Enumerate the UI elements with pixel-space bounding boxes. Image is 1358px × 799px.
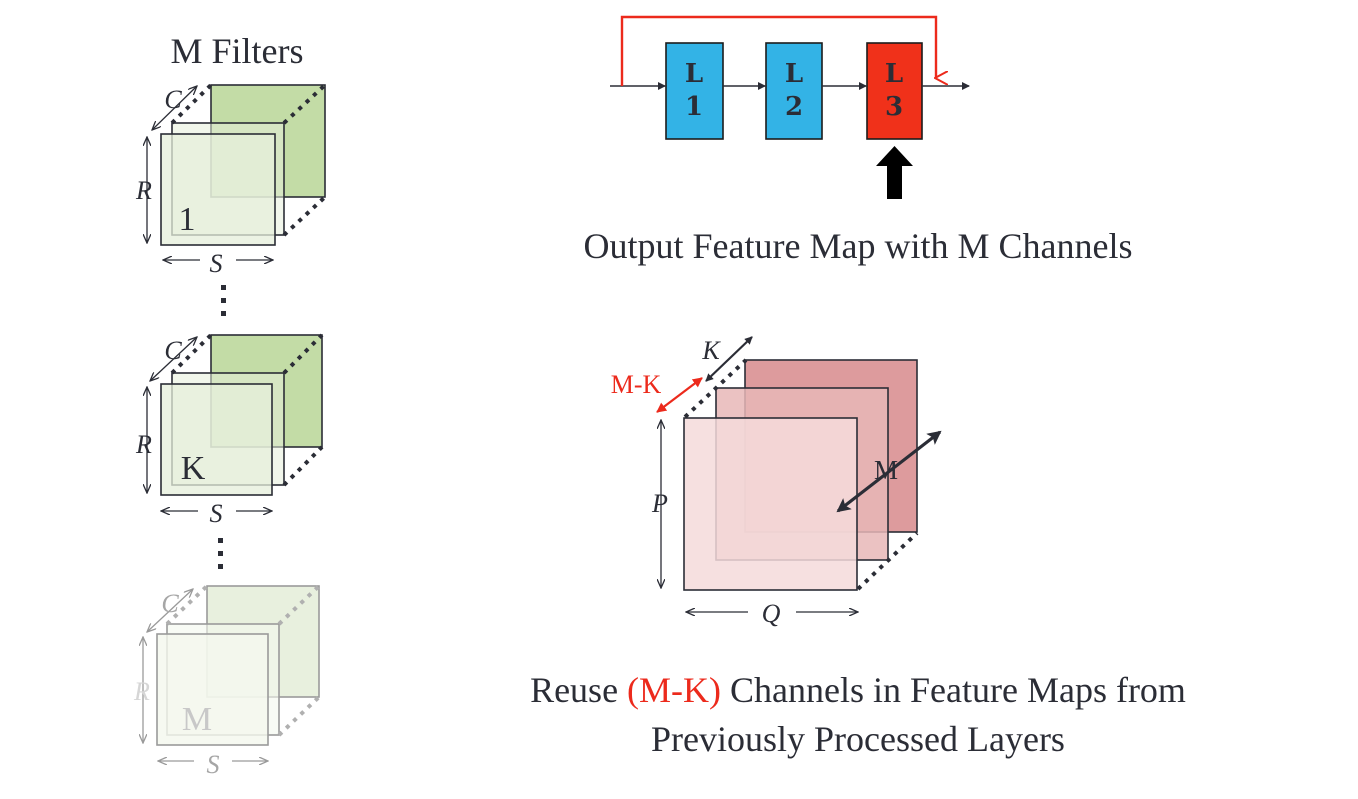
reuse-caption-suffix: Channels in Feature Maps from — [721, 670, 1186, 710]
filter-m-label: M — [182, 701, 212, 738]
filter-1-depth-br — [282, 195, 327, 237]
feature-map-dim-mk-arrow — [656, 377, 703, 413]
feature-map-dim-p: P — [651, 489, 668, 518]
filter-m-dim-c: C — [161, 589, 179, 618]
filter-m-dim-r: R — [133, 677, 150, 706]
filter-k-label: K — [181, 450, 206, 487]
layer-3-label-num: 3 — [885, 92, 903, 122]
feature-map-depth-br — [856, 531, 919, 591]
feature-map-dim-q: Q — [762, 599, 781, 628]
layer-1-label-l: L — [685, 59, 703, 89]
filter-k-dim-s: S — [210, 499, 223, 528]
reuse-caption-line-2: Previously Processed Layers — [651, 719, 1065, 759]
skip-connection-arrow — [620, 15, 936, 86]
filter-k-dim-c: C — [164, 336, 182, 365]
filter-1-stack: C R S 1 — [135, 83, 327, 278]
feature-map-stack: K M-K P Q M — [611, 336, 942, 628]
layer-3-pointer-arrow — [876, 146, 913, 199]
feature-map-front — [683, 417, 858, 591]
layer-1-box — [665, 42, 724, 140]
filters-ellipsis-2 — [218, 538, 223, 569]
layer-pipeline: L 1 L 2 L 3 Output Feature Map with M Ch… — [584, 15, 1133, 266]
filter-1-front — [160, 133, 276, 246]
feature-map-dim-k-arrow — [705, 336, 753, 382]
feature-map-dim-m: M — [874, 455, 898, 485]
filter-1-label: 1 — [179, 201, 196, 238]
pipeline-caption: Output Feature Map with M Channels — [584, 226, 1133, 266]
filter-1-dim-s: S — [210, 249, 223, 278]
reuse-caption-line-1: Reuse (M-K) Channels in Feature Maps fro… — [530, 670, 1186, 710]
filter-m-dim-c-arrow — [147, 589, 193, 632]
filter-k-front — [160, 383, 273, 496]
layer-1-label-num: 1 — [685, 92, 703, 122]
reuse-caption-prefix: Reuse — [530, 670, 627, 710]
layer-2-box — [765, 42, 823, 140]
filter-k-dim-r: R — [135, 430, 152, 459]
filter-m-stack: C R S M — [133, 584, 321, 779]
filter-k-stack: C R S K — [135, 333, 324, 528]
feature-map-dim-k: K — [701, 336, 721, 365]
filter-1-dim-r: R — [135, 176, 152, 205]
feature-map-dim-mk: M-K — [611, 370, 662, 399]
feature-map-dim-m-arrow — [836, 430, 942, 513]
layer-3-label-l: L — [885, 59, 903, 89]
filters-title: M Filters — [170, 31, 303, 71]
filter-k-depth-br — [282, 445, 324, 487]
filter-k-dim-c-arrow — [150, 337, 197, 381]
layer-2-label-l: L — [785, 59, 803, 89]
filter-m-depth-br — [277, 695, 321, 737]
filter-1-dim-c-arrow — [152, 86, 197, 130]
reuse-caption-highlight: (M-K) — [627, 670, 721, 710]
filters-ellipsis-1 — [221, 285, 226, 316]
layer-3-box — [866, 42, 923, 140]
filter-1-dim-c: C — [164, 85, 182, 114]
filter-m-dim-s: S — [207, 750, 220, 779]
layer-2-label-num: 2 — [785, 92, 803, 122]
filter-m-front — [156, 633, 269, 746]
